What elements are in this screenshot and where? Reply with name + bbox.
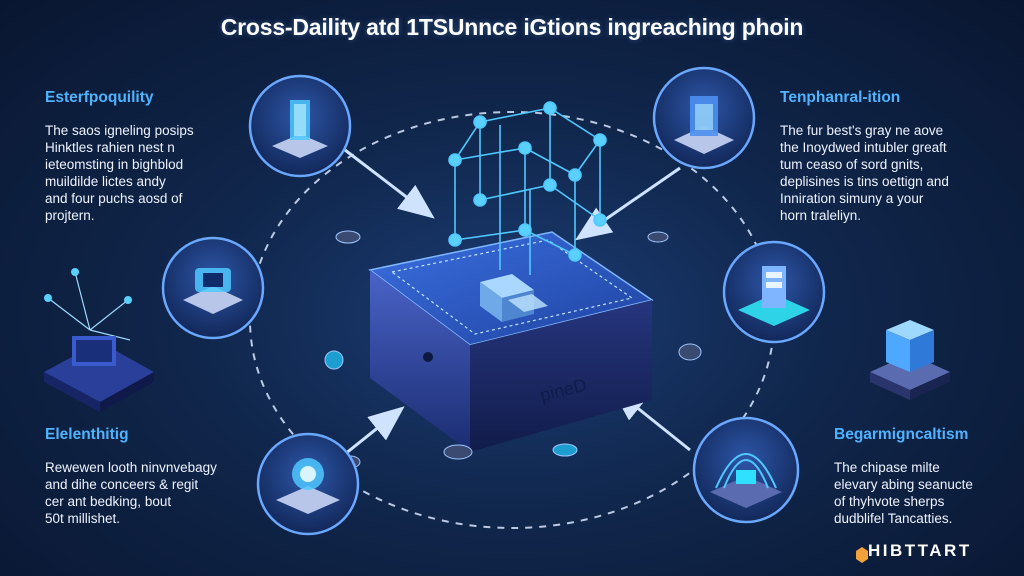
icon-circle-mid-left — [161, 236, 265, 340]
central-platform — [368, 231, 654, 452]
left-network-device — [44, 268, 154, 412]
section-body-bottom-left: Rewewen looth ninvnvebagy and dihe conce… — [45, 460, 217, 526]
logo-mark — [856, 547, 868, 563]
icon-circle-bottom-right — [692, 416, 800, 524]
icon-circle-mid-right — [722, 240, 826, 344]
section-body-bottom-right: The chipase milte elevary abing seanucte… — [834, 460, 973, 526]
section-heading-top-right: Tenphanral-ition — [780, 89, 901, 106]
arrow-top-right — [575, 166, 681, 241]
right-server-cube — [870, 320, 950, 400]
network-lattice — [448, 101, 607, 275]
brand-logo-text: HIBTTART — [868, 541, 972, 560]
section-body-top-left: The saos igneling posips Hinktles rahien… — [45, 123, 194, 223]
page-title: Cross-Daility atd 1TSUnnce iGtions ingre… — [220, 14, 804, 40]
arrow-top-left — [344, 148, 435, 219]
icon-circle-bottom-left — [256, 432, 360, 536]
icon-circle-top-left — [248, 74, 352, 178]
section-heading-top-left: Esterfpoquility — [45, 89, 154, 106]
section-heading-bottom-left: Elelenthitig — [45, 426, 129, 443]
icon-circle-top-right — [652, 66, 756, 170]
brand-logo: HIBTTART — [846, 541, 972, 561]
hexagon-logo-icon — [846, 543, 862, 559]
section-heading-bottom-right: Begarmigncaltism — [834, 426, 969, 443]
floating-gadgets — [324, 230, 702, 469]
section-body-top-right: The fur best's gray ne aove the Inoydwed… — [780, 123, 949, 223]
